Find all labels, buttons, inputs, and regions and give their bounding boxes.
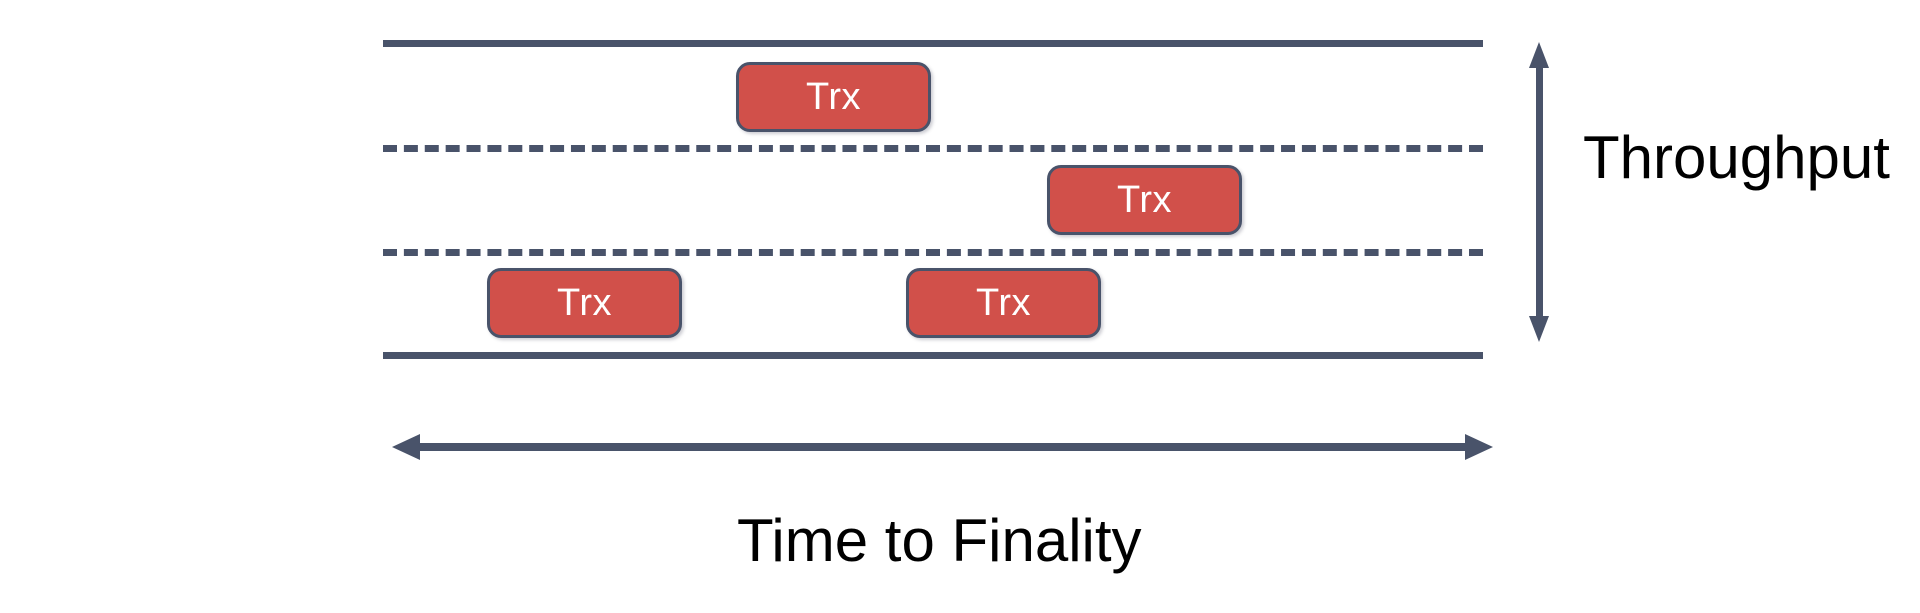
throughput-axis-label: Throughput — [1583, 124, 1890, 191]
arrow-head-left-icon — [392, 434, 420, 460]
arrow-shaft — [1536, 64, 1543, 320]
transaction-box: Trx — [1047, 165, 1242, 235]
lane-top-boundary-line — [383, 40, 1483, 47]
arrow-head-up-icon — [1529, 42, 1549, 68]
transaction-box: Trx — [736, 62, 931, 132]
lane-bottom-boundary-line — [383, 352, 1483, 359]
transaction-box: Trx — [487, 268, 682, 338]
transaction-box: Trx — [906, 268, 1101, 338]
time-to-finality-axis-label: Time to Finality — [737, 507, 1142, 574]
arrow-head-down-icon — [1529, 316, 1549, 342]
lane-divider-lower-line — [383, 249, 1483, 256]
arrow-head-right-icon — [1465, 434, 1493, 460]
throughput-double-arrow-icon — [1529, 42, 1549, 342]
arrow-shaft — [417, 443, 1468, 451]
time-double-arrow-icon — [392, 434, 1493, 460]
lane-divider-upper-line — [383, 145, 1483, 152]
